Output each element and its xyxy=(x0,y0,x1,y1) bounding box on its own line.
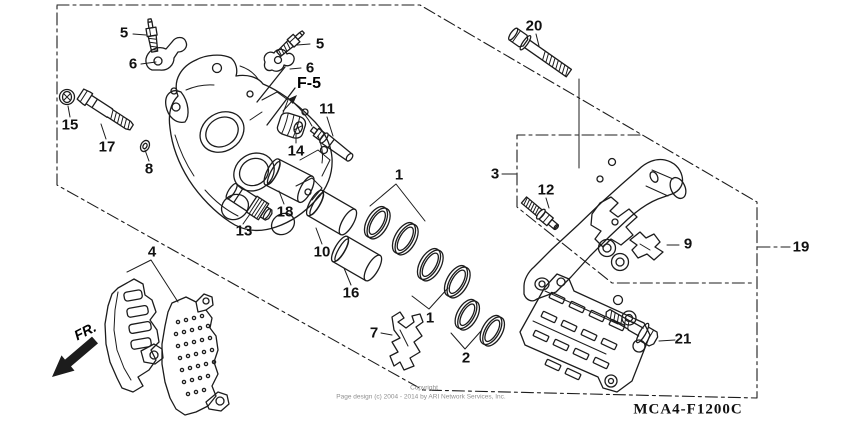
watermark-line1: Copyright xyxy=(410,384,438,392)
caliper-bracket-3 xyxy=(523,157,687,302)
joint-6-right xyxy=(263,48,295,72)
pad-spring-7 xyxy=(389,311,424,371)
callout-12[interactable]: 12 xyxy=(537,181,555,199)
joint-6-left xyxy=(145,36,188,71)
piston-16 xyxy=(330,235,383,282)
callout-21[interactable]: 21 xyxy=(674,330,692,348)
callout-10[interactable]: 10 xyxy=(313,243,331,261)
callout-1-lower[interactable]: 1 xyxy=(425,309,435,327)
piston-18 xyxy=(263,158,315,204)
leader-lines xyxy=(67,33,791,350)
callout-5-right[interactable]: 5 xyxy=(315,35,325,53)
callout-13[interactable]: 13 xyxy=(235,222,253,240)
caliper-body xyxy=(165,54,333,236)
bracket-subassembly-box xyxy=(516,134,755,284)
brake-pads-4 xyxy=(104,278,230,416)
figure-ref-f5-label[interactable]: F-5 xyxy=(297,75,321,92)
callout-14[interactable]: 14 xyxy=(287,142,305,160)
mount-bolt-21 xyxy=(605,308,659,347)
figure-code: MCA4-F1200C xyxy=(633,401,743,418)
callout-7[interactable]: 7 xyxy=(369,324,379,342)
callout-4[interactable]: 4 xyxy=(147,243,157,261)
callout-1-upper[interactable]: 1 xyxy=(394,166,404,184)
watermark-line2: Page design (c) 2004 - 2014 by ARI Netwo… xyxy=(336,393,506,401)
banjo-bolt-17 xyxy=(76,88,134,131)
bleed-screw-5-left xyxy=(145,18,159,53)
callout-5-left[interactable]: 5 xyxy=(119,24,129,42)
callout-8[interactable]: 8 xyxy=(144,160,154,178)
callout-9[interactable]: 9 xyxy=(683,235,693,253)
plug-15 xyxy=(58,88,76,106)
pin-12 xyxy=(520,196,560,231)
callout-11[interactable]: 11 xyxy=(319,100,335,118)
callout-6-right[interactable]: 6 xyxy=(305,59,315,77)
mount-bolt-20 xyxy=(508,27,573,78)
bracket-slide-plate xyxy=(519,273,651,393)
piston-seal-rings xyxy=(363,205,506,347)
boot-14 xyxy=(276,112,307,139)
pin-bolt-11 xyxy=(309,126,354,162)
pad-retainer-9 xyxy=(629,231,664,261)
callout-19[interactable]: 19 xyxy=(792,238,810,256)
callout-3[interactable]: 3 xyxy=(490,165,500,183)
callout-6-left[interactable]: 6 xyxy=(128,55,138,73)
outer-boundary xyxy=(56,4,758,399)
callout-16[interactable]: 16 xyxy=(342,284,360,302)
callout-17[interactable]: 17 xyxy=(98,138,116,156)
fr-direction-arrow xyxy=(52,336,98,377)
callout-20[interactable]: 20 xyxy=(525,17,543,35)
callout-15[interactable]: 15 xyxy=(61,116,79,134)
bleed-screw-5-right xyxy=(276,30,305,57)
callout-2[interactable]: 2 xyxy=(461,349,471,367)
piston-10 xyxy=(305,189,358,236)
callout-18[interactable]: 18 xyxy=(276,203,294,221)
f5-reference-arrow xyxy=(256,66,297,126)
sleeve-13 xyxy=(225,182,273,221)
washer-8 xyxy=(139,139,151,153)
